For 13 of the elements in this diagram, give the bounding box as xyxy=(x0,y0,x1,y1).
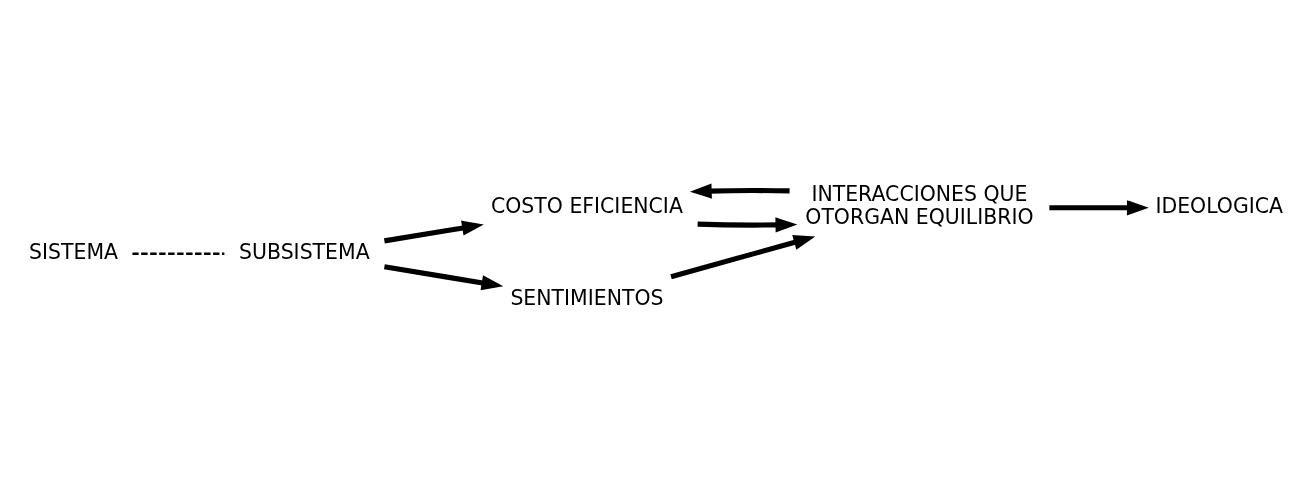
arrow xyxy=(383,263,504,290)
arrow xyxy=(383,220,484,243)
arrow xyxy=(1049,199,1149,215)
node-text: COSTO EFICIENCIA xyxy=(491,193,683,218)
connector xyxy=(132,252,225,255)
node-text: INTERACCIONES QUE OTORGAN EQUILIBRIO xyxy=(805,181,1034,229)
arrow xyxy=(670,234,816,279)
arrow xyxy=(689,182,790,199)
node-text: SISTEMA xyxy=(29,239,119,264)
node-text: SENTIMIENTOS xyxy=(510,285,664,310)
arrow xyxy=(697,216,798,233)
node-text: IDEOLOGICA xyxy=(1155,193,1284,218)
node-text: SUBSISTEMA xyxy=(239,239,370,264)
